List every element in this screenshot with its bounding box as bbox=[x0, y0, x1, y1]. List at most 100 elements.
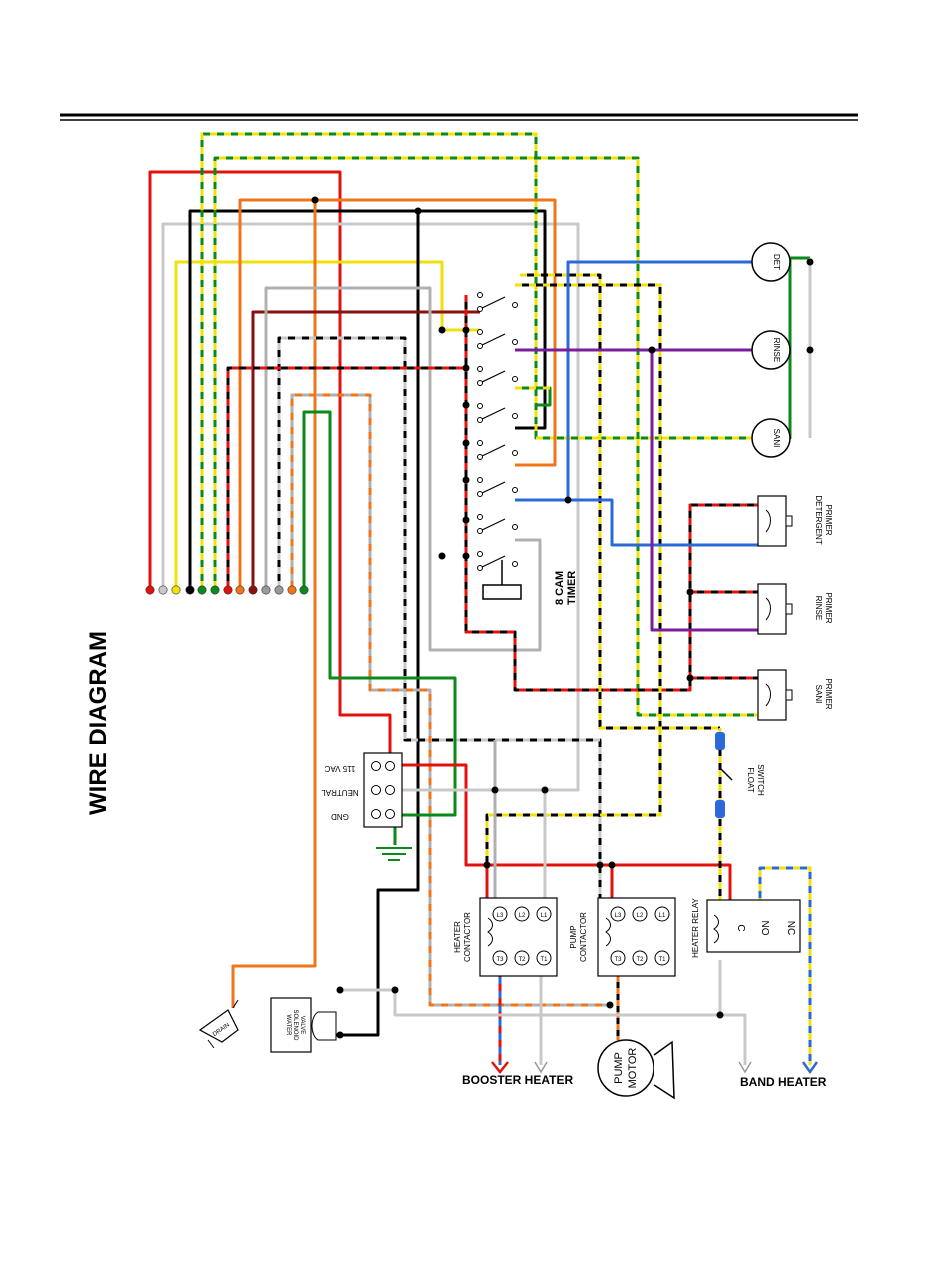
timer-contact-a bbox=[478, 552, 483, 557]
motor-rinse: RINSE bbox=[752, 331, 790, 369]
primer-sani: SANI PRIMER bbox=[758, 670, 833, 720]
terminal-dot-orange bbox=[288, 586, 296, 594]
timer-contact-a bbox=[478, 293, 483, 298]
timer-label-line2: TIMER bbox=[566, 571, 578, 605]
junction-dot bbox=[565, 497, 572, 504]
timer-contact-b bbox=[513, 414, 518, 419]
contactor-terminal-top-label: L3 bbox=[497, 913, 504, 919]
contactor-terminal-bottom-label: T1 bbox=[540, 957, 548, 963]
junction-dot bbox=[439, 553, 446, 560]
timer-contact-a bbox=[478, 515, 483, 520]
timer-switch-arm bbox=[480, 445, 505, 457]
terminal-dot-darkred bbox=[249, 586, 257, 594]
contactor-terminal-top-label: L1 bbox=[541, 913, 548, 919]
water-solenoid-valve: WATER SOLENOID VALVE bbox=[271, 998, 336, 1052]
junction-dot bbox=[463, 402, 470, 409]
heater-relay: HEATER RELAY C NO NC bbox=[691, 897, 800, 957]
timer-switch-arm bbox=[480, 371, 505, 383]
junction-dot bbox=[463, 553, 470, 560]
junction-dot bbox=[337, 1032, 344, 1039]
junction-dot bbox=[312, 197, 319, 204]
motor-sani-label: SANI bbox=[772, 429, 781, 448]
timer-contact-c bbox=[478, 492, 483, 497]
terminal-dot-grey bbox=[275, 586, 283, 594]
terminal-dot-black bbox=[186, 586, 194, 594]
terminal-dot-green-yellow bbox=[198, 586, 206, 594]
timer-switch-arm bbox=[480, 297, 505, 309]
heater-contactor-label2: CONTACTOR bbox=[463, 912, 472, 962]
timer-contact-c bbox=[478, 381, 483, 386]
primer-sani-label1: SANI bbox=[814, 685, 823, 704]
timer-contact-b bbox=[513, 451, 518, 456]
primer-detergent-label1: DETERGENT bbox=[814, 495, 823, 544]
contactor-terminal-top-label: L2 bbox=[519, 913, 526, 919]
junction-dot bbox=[439, 327, 446, 334]
junction-dot bbox=[463, 517, 470, 524]
heater-relay-label: HEATER RELAY bbox=[691, 897, 700, 957]
terminal-dot-green bbox=[300, 586, 308, 594]
contactor-terminal-top-label: L2 bbox=[637, 913, 644, 919]
primer-rinse: RINSE PRIMER bbox=[758, 584, 833, 634]
contactor-terminal-top-label: L1 bbox=[659, 913, 666, 919]
junction-dot bbox=[492, 787, 499, 794]
terminal-dot-orange bbox=[236, 586, 244, 594]
terminal-dot-red bbox=[146, 586, 154, 594]
motor-sani: SANI bbox=[752, 419, 790, 457]
junction-dot bbox=[484, 862, 491, 869]
junction-dot bbox=[607, 1002, 614, 1009]
float-switch: FLOAT SWITCH bbox=[715, 732, 765, 818]
junction-dot bbox=[392, 987, 399, 994]
power-vac-label: 115 VAC bbox=[324, 764, 355, 773]
terminal-dot-white bbox=[159, 586, 167, 594]
terminal-dot-grey bbox=[262, 586, 270, 594]
heater-relay-nc: NC bbox=[785, 921, 796, 935]
junction-dot bbox=[463, 477, 470, 484]
junction-dot bbox=[463, 365, 470, 372]
timer-contact-c bbox=[478, 455, 483, 460]
terminal-dot-green bbox=[211, 586, 219, 594]
primer-sani-label2: PRIMER bbox=[824, 678, 833, 709]
primer-detergent: DETERGENT PRIMER bbox=[758, 495, 833, 546]
heater-relay-no: NO bbox=[759, 921, 770, 936]
timer-contact-b bbox=[513, 340, 518, 345]
timer-contact-a bbox=[478, 478, 483, 483]
junction-dot bbox=[717, 1012, 724, 1019]
junction-dot bbox=[649, 347, 656, 354]
wire-orange-top bbox=[240, 200, 555, 588]
contactor-terminal-bottom-label: T1 bbox=[658, 957, 666, 963]
diagram-title: WIRE DIAGRAM bbox=[85, 631, 112, 815]
junction-dot bbox=[542, 787, 549, 794]
timer-contact-c bbox=[478, 307, 483, 312]
booster-heater-label: BOOSTER HEATER bbox=[462, 1073, 573, 1087]
timer-contact-b bbox=[513, 377, 518, 382]
timer-contact-a bbox=[478, 330, 483, 335]
float-switch-label2: SWITCH bbox=[756, 764, 765, 796]
contactor-terminal-bottom-label: T3 bbox=[496, 957, 504, 963]
cam-timer: 8 CAM TIMER bbox=[478, 293, 579, 606]
terminal-dot-red bbox=[224, 586, 232, 594]
heater-relay-c: C bbox=[735, 924, 746, 931]
pump-motor-label1: PUMP bbox=[613, 1052, 625, 1084]
motor-det: DET bbox=[752, 243, 790, 281]
primer-detergent-label2: PRIMER bbox=[824, 504, 833, 535]
motor-det-label: DET bbox=[772, 254, 781, 270]
timer-contact-b bbox=[513, 525, 518, 530]
junction-dot bbox=[337, 987, 344, 994]
pump-motor-label2: MOTOR bbox=[627, 1048, 639, 1089]
timer-label-line1: 8 CAM bbox=[554, 571, 566, 605]
timer-switch-arm bbox=[480, 334, 505, 346]
timer-motor bbox=[483, 585, 521, 599]
primer-rinse-label1: RINSE bbox=[814, 596, 823, 620]
junction-dot bbox=[415, 208, 422, 215]
junction-dot bbox=[807, 347, 814, 354]
terminal-strip bbox=[146, 586, 308, 594]
contactor-terminal-bottom-label: T2 bbox=[636, 957, 644, 963]
timer-contact-a bbox=[478, 404, 483, 409]
header-rule bbox=[60, 115, 858, 120]
valve-label3: VALVE bbox=[299, 1016, 305, 1034]
junction-dot bbox=[807, 259, 814, 266]
timer-contact-b bbox=[513, 562, 518, 567]
timer-contact-c bbox=[478, 418, 483, 423]
